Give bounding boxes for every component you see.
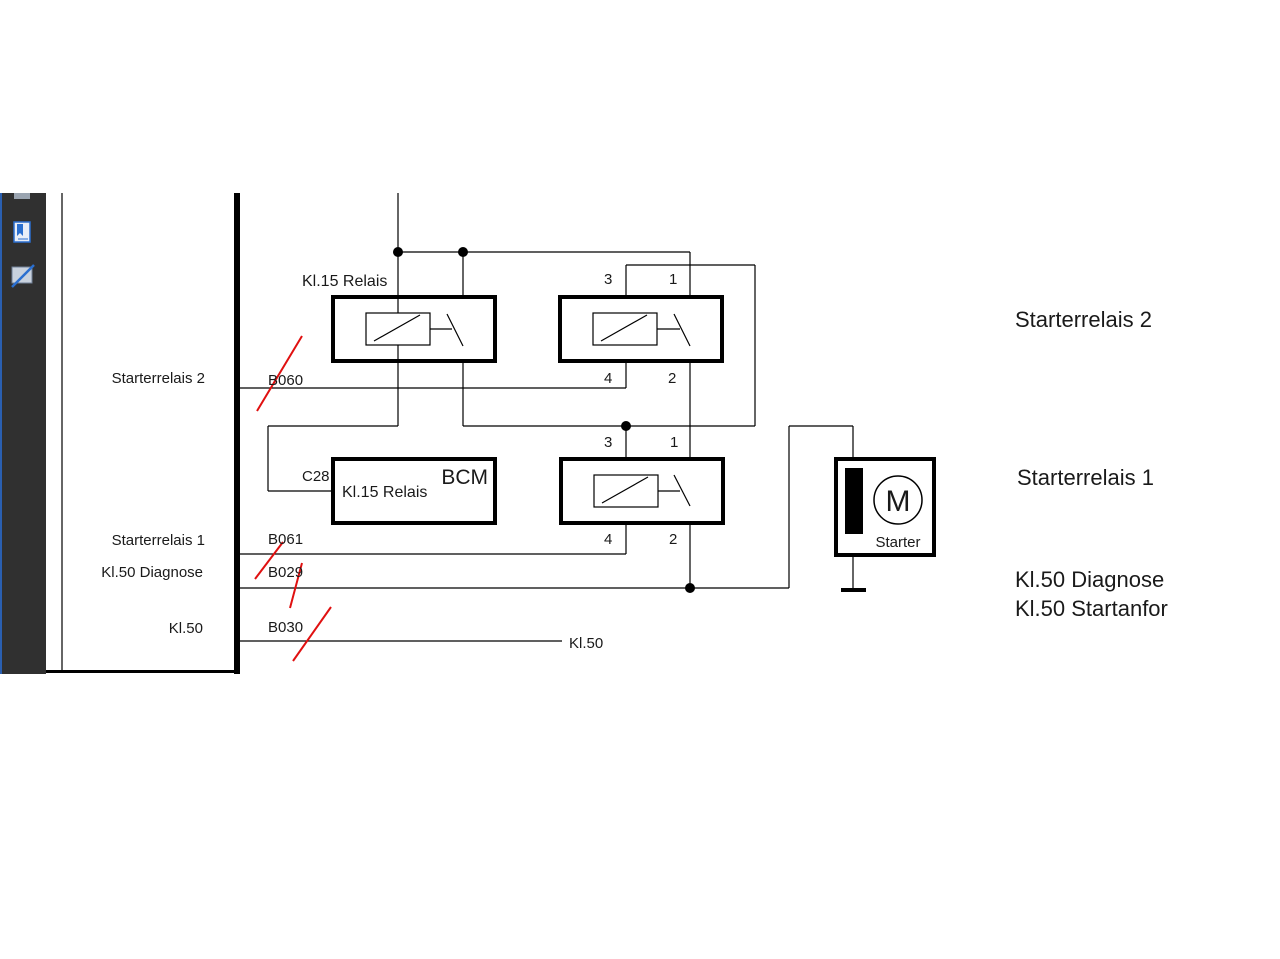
pin-b060: B060 (268, 372, 303, 389)
pin-b030: B030 (268, 619, 303, 636)
supply-wiring (393, 193, 691, 314)
sr1-pin-1: 1 (670, 434, 678, 451)
sr2-pin-3: 3 (604, 271, 612, 288)
annotation-tool-icon[interactable] (11, 264, 35, 288)
sr1-pin-4: 4 (604, 531, 612, 548)
starter-label: Starter (875, 534, 920, 551)
sr2-loop-wiring (462, 264, 756, 459)
starter-relay-2 (558, 295, 724, 363)
right-label-kl50-diagnose: Kl.50 Diagnose (1015, 567, 1164, 592)
right-label-starterrelais-1: Starterrelais 1 (1017, 465, 1154, 490)
starter-relay-1 (559, 457, 725, 525)
sr2-pin-1: 1 (669, 271, 677, 288)
viewer-sidebar (0, 193, 46, 674)
right-label-starterrelais-2: Starterrelais 2 (1015, 307, 1152, 332)
red-annotations (254, 335, 332, 662)
kl15-relay-label: Kl.15 Relais (302, 273, 387, 290)
bcm-wiring (267, 360, 399, 492)
bcm-box (331, 457, 497, 525)
bcm-title: BCM (441, 466, 488, 489)
sr1-pin-3: 3 (604, 434, 612, 451)
pin-b061: B061 (268, 531, 303, 548)
bookmark-page-icon[interactable] (13, 221, 31, 243)
kl15-relay (331, 295, 497, 363)
bcm-pin-c28: C28 (302, 468, 330, 485)
ecu-block (46, 193, 240, 674)
ecu-label-kl50: Kl.50 (169, 620, 203, 637)
pin-b029: B029 (268, 564, 303, 581)
starter-motor (834, 457, 936, 592)
sr2-pin-2: 2 (668, 370, 676, 387)
ecu-label-starterrelais-2: Starterrelais 2 (112, 370, 205, 387)
kl50-wire-label: Kl.50 (569, 635, 603, 652)
motor-symbol: M (886, 485, 911, 518)
sr2-pin-4: 4 (604, 370, 612, 387)
ecu-label-kl50-diagnose: Kl.50 Diagnose (101, 564, 203, 581)
ecu-label-starterrelais-1: Starterrelais 1 (112, 532, 205, 549)
right-label-kl50-startanforderung: Kl.50 Startanfor (1015, 596, 1168, 621)
ecu-wires (240, 360, 789, 642)
sr1-pin-2: 2 (669, 531, 677, 548)
bcm-kl15-label: Kl.15 Relais (342, 484, 427, 501)
